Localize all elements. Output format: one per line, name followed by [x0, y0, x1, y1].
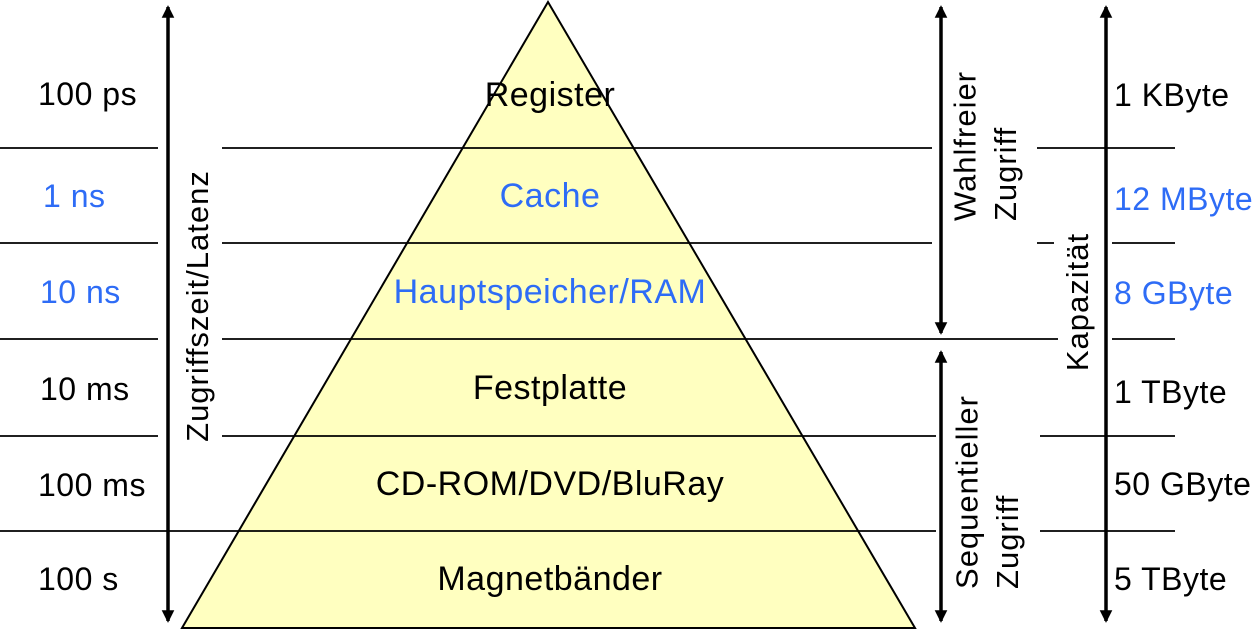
capacity-register: 1 KByte: [1114, 77, 1230, 113]
level-label-tape: Magnetbänder: [437, 560, 663, 598]
access-time-register: 100 ps: [38, 76, 138, 112]
level-label-harddisk: Festplatte: [472, 369, 628, 407]
sequential-access-axis-title: Sequentieller Zugriff: [948, 395, 1029, 589]
random-access-axis-title-line2: Zugriff: [988, 126, 1023, 222]
access-time-harddisk: 10 ms: [40, 371, 130, 407]
level-label-cache: Cache: [499, 177, 601, 215]
capacity-harddisk: 1 TByte: [1114, 374, 1228, 410]
random-access-axis-title-line1: Wahlfreier: [947, 70, 983, 222]
capacity-ram: 8 GByte: [1114, 275, 1234, 311]
sequential-access-axis-title-line2: Zugriff: [990, 494, 1025, 589]
sequential-access-axis-title-line1: Sequentieller: [949, 395, 985, 589]
level-separator-lines: [0, 147, 1175, 532]
capacity-optical: 50 GByte: [1114, 466, 1252, 502]
access-time-cache: 1 ns: [43, 178, 106, 214]
access-time-optical: 100 ms: [38, 467, 146, 503]
pyramid: [180, 0, 917, 629]
access-time-ram: 10 ns: [40, 274, 121, 310]
access-time-tape: 100 s: [38, 561, 119, 597]
capacity-tape: 5 TByte: [1114, 561, 1228, 597]
latency-axis-title: Zugriffszeit/Latenz: [179, 170, 215, 442]
capacity-cache: 12 MByte: [1114, 181, 1254, 217]
level-label-optical: CD-ROM/DVD/BluRay: [375, 465, 725, 503]
level-label-register: Register: [484, 76, 616, 114]
random-access-axis-title: Wahlfreier Zugriff: [946, 71, 1027, 221]
capacity-axis-title: Kapazität: [1059, 232, 1095, 372]
level-label-ram: Hauptspeicher/RAM: [393, 273, 707, 311]
axis-arrows: [161, 5, 1113, 623]
